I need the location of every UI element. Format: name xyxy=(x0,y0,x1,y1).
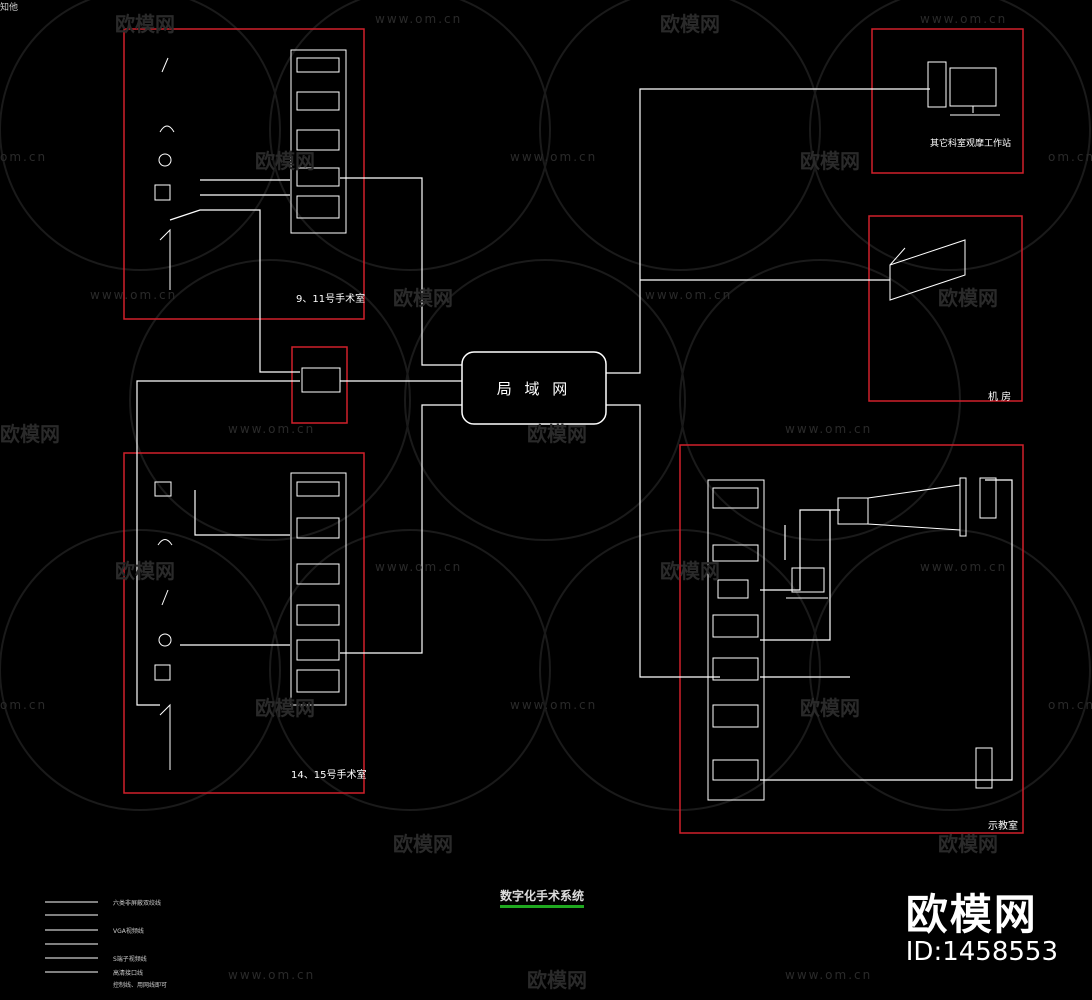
watermark-large-brand: 欧模网 xyxy=(905,890,1038,939)
watermark-brand: 欧模网 xyxy=(527,422,587,446)
watermark-brand: 欧模网 xyxy=(800,149,860,173)
watermark-url: www.om.cn xyxy=(645,288,733,302)
watermark-url: www.om.cn xyxy=(228,422,316,436)
watermark-brand: 欧模网 xyxy=(800,696,860,720)
computer-icon xyxy=(927,61,1000,116)
watermark-brand: 欧模网 xyxy=(0,422,60,446)
watermark-url: www.om.cn xyxy=(920,560,1008,574)
watermark-brand: 欧模网 xyxy=(660,12,720,36)
watermark-brand: 欧模网 xyxy=(255,696,315,720)
room-box-machine-room xyxy=(868,215,1023,402)
speaker-icon xyxy=(975,477,997,789)
connection-lines xyxy=(136,88,1013,781)
watermark-brand: 欧模网 xyxy=(115,12,175,36)
server-icon xyxy=(889,239,966,301)
projector-icon xyxy=(837,477,967,537)
corner-tag: 知他 xyxy=(0,3,19,13)
watermark-url: www.om.cn xyxy=(90,288,178,302)
room-label-or-14-15: 14、15号手术室 xyxy=(291,770,367,781)
watermark-brand: 欧模网 xyxy=(393,832,453,856)
watermark-brand: 欧模网 xyxy=(527,968,587,992)
or-icons-bottom xyxy=(154,481,173,770)
watermark-url: www.om.cn xyxy=(375,560,463,574)
watermark-url: www.om.cn xyxy=(510,698,598,712)
room-box-workstation xyxy=(871,28,1024,174)
watermark-large: 欧模网 ID:1458553 xyxy=(905,890,1058,968)
legend-item: 六类非屏蔽双绞线 xyxy=(113,900,162,907)
watermark-brand: 欧模网 xyxy=(393,286,453,310)
diagram-title: 数字化手术系统 xyxy=(500,887,585,908)
legend-lines xyxy=(45,901,98,973)
room-box-switch xyxy=(291,346,348,424)
equipment-rack-top xyxy=(290,49,347,234)
watermark-brand: 欧模网 xyxy=(115,559,175,583)
room-label-machine-room: 机 房 xyxy=(988,392,1012,403)
legend-item: 高清接口线 xyxy=(113,970,144,977)
watermark-url: om.cn xyxy=(1048,698,1092,712)
watermark-brand: 欧模网 xyxy=(660,559,720,583)
watermark-url: www.om.cn xyxy=(785,422,873,436)
watermark-brand: 欧模网 xyxy=(938,286,998,310)
watermark-brand: 欧模网 xyxy=(938,832,998,856)
legend-item: 控制线、用网线即可 xyxy=(113,982,168,989)
watermark-url: om.cn xyxy=(1048,150,1092,164)
watermark-url: www.om.cn xyxy=(375,12,463,26)
room-label-demo-room: 示教室 xyxy=(988,821,1018,832)
switch-device xyxy=(301,367,341,393)
watermark-url: www.om.cn xyxy=(228,968,316,982)
equipment-rack-bottom xyxy=(290,472,347,706)
room-box-or-14-15 xyxy=(123,452,365,794)
equipment-rack-demo xyxy=(707,479,765,801)
watermark-id: ID:1458553 xyxy=(905,937,1058,967)
room-box-or-9-11 xyxy=(123,28,365,320)
laptop-icon xyxy=(786,567,828,599)
watermark-brand: 欧模网 xyxy=(255,149,315,173)
room-label-workstation: 其它科室观摩工作站 xyxy=(930,139,1012,149)
watermark-url: www.om.cn xyxy=(920,12,1008,26)
watermark-url: om.cn xyxy=(0,698,48,712)
room-box-demo-room xyxy=(679,444,1024,834)
watermark-url: www.om.cn xyxy=(785,968,873,982)
legend-item: S端子视频线 xyxy=(113,956,147,963)
room-label-or-9-11: 9、11号手术室 xyxy=(296,294,366,305)
watermark-url: www.om.cn xyxy=(510,150,598,164)
watermark-url: om.cn xyxy=(0,150,48,164)
or-icons-top xyxy=(154,57,175,290)
lan-label: 局 域 网 xyxy=(496,379,572,398)
lan-box xyxy=(461,351,607,425)
legend-item: VGA视频线 xyxy=(113,928,144,935)
